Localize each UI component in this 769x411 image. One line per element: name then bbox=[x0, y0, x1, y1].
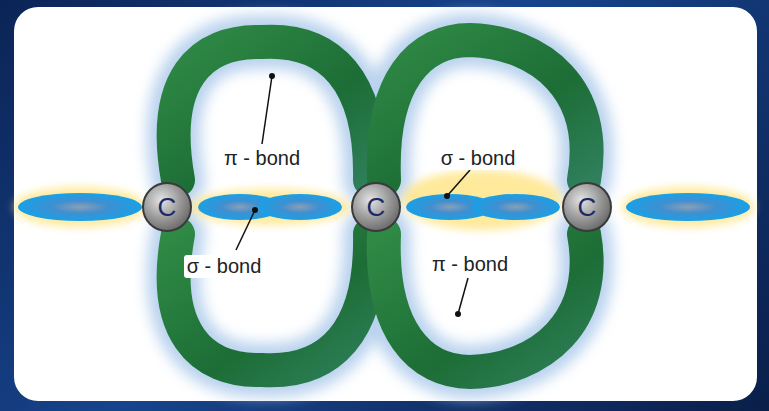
carbon-atom: C bbox=[142, 182, 192, 232]
atom-symbol: C bbox=[367, 194, 386, 220]
atom-symbol: C bbox=[578, 194, 597, 220]
bond-label: π - bond bbox=[221, 147, 303, 170]
leader-line bbox=[236, 76, 470, 314]
panel bbox=[14, 7, 757, 401]
pi-lobe bbox=[174, 40, 587, 372]
bond-label: σ - bond bbox=[184, 255, 265, 278]
carbon-atom: C bbox=[562, 182, 612, 232]
bond-label: σ - bond bbox=[438, 147, 519, 170]
bond-label: π - bond bbox=[429, 253, 511, 276]
pi-glow bbox=[174, 40, 587, 372]
atom-symbol: C bbox=[158, 194, 177, 220]
leader-dot bbox=[252, 73, 461, 317]
sigma-lobe bbox=[18, 193, 750, 221]
carbon-atom: C bbox=[351, 182, 401, 232]
